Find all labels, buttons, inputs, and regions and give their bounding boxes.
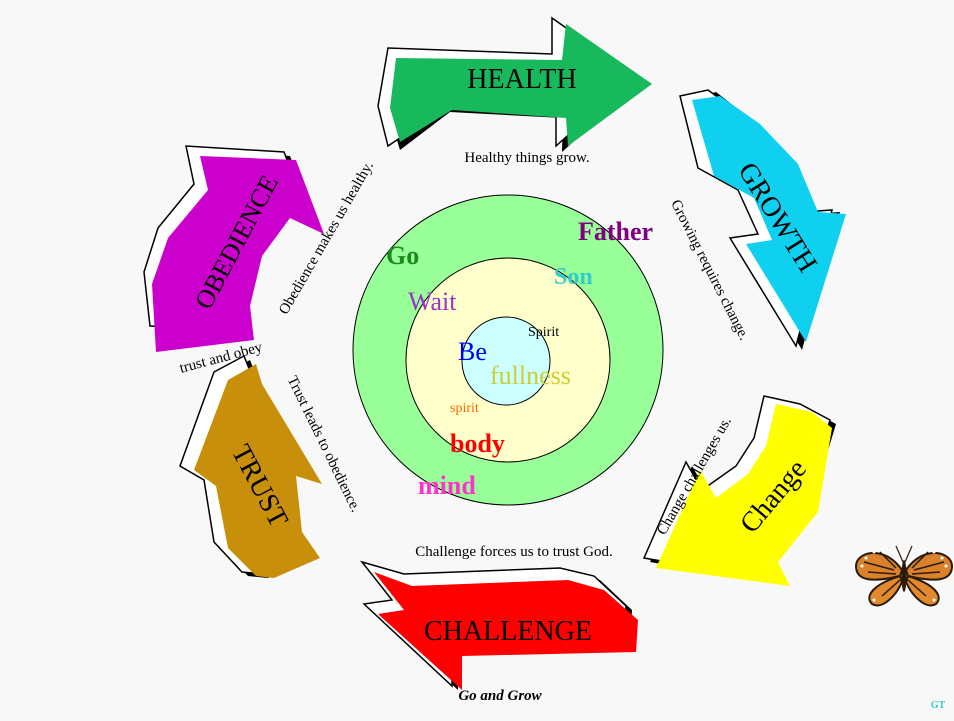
word-spirit-small: spirit [450, 401, 479, 416]
word-father: Father [578, 217, 653, 246]
obedience-arrow-body [152, 156, 324, 352]
trust-arrow: TRUST [179, 354, 322, 578]
caption-growing: Growing requires change. [667, 197, 752, 343]
word-go: Go [386, 241, 419, 270]
health-arrow: HEALTH [377, 16, 652, 152]
obedience-arrow: OBEDIENCE [143, 145, 324, 352]
challenge-arrow: CHALLENGE [359, 560, 638, 690]
health-label: HEALTH [467, 64, 576, 95]
caption-healthy: Healthy things grow. [464, 150, 589, 166]
caption-challenge: Challenge forces us to trust God. [415, 544, 612, 560]
ring-words: Go Father Son Wait Spirit Be fullness sp… [386, 217, 653, 500]
word-mind: mind [418, 471, 476, 500]
change-arrow-body [656, 404, 832, 586]
inner-ring [461, 316, 551, 406]
footer-initials: GT [931, 700, 946, 711]
trust-arrow-body [194, 364, 322, 578]
butterfly-icon [854, 545, 954, 607]
footer-title: Go and Grow [458, 688, 542, 704]
word-fullness: fullness [490, 361, 571, 390]
growth-arrow-body [692, 96, 846, 342]
challenge-label: CHALLENGE [424, 616, 592, 647]
word-wait: Wait [408, 287, 457, 316]
word-son: Son [554, 264, 593, 290]
health-arrow-body [390, 24, 652, 146]
word-body: body [450, 429, 505, 458]
concentric-rings [352, 194, 664, 506]
word-be: Be [458, 337, 487, 366]
change-arrow: Change [642, 395, 836, 586]
challenge-arrow-body [374, 572, 638, 690]
growth-arrow: GROWTH [679, 89, 846, 350]
word-spirit-capital: Spirit [528, 325, 559, 340]
